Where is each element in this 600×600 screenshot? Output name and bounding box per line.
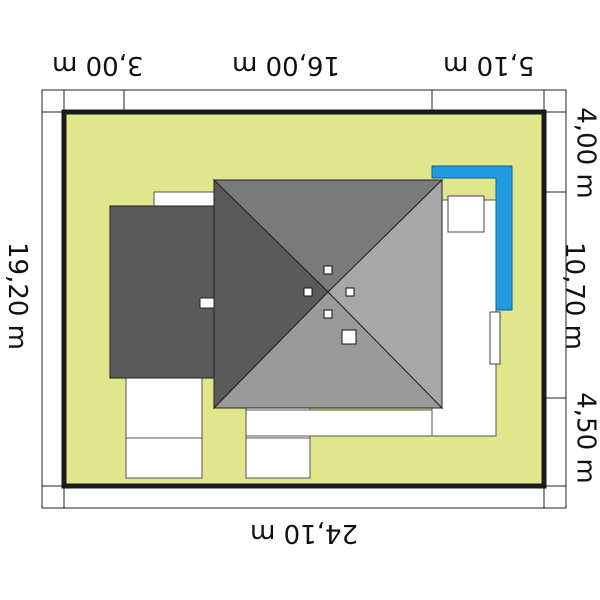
roof-main: [212, 178, 444, 410]
deck: [447, 195, 501, 365]
roof-left-wing: [109, 205, 221, 379]
roof-vents: [303, 265, 357, 345]
pool: [431, 165, 513, 311]
